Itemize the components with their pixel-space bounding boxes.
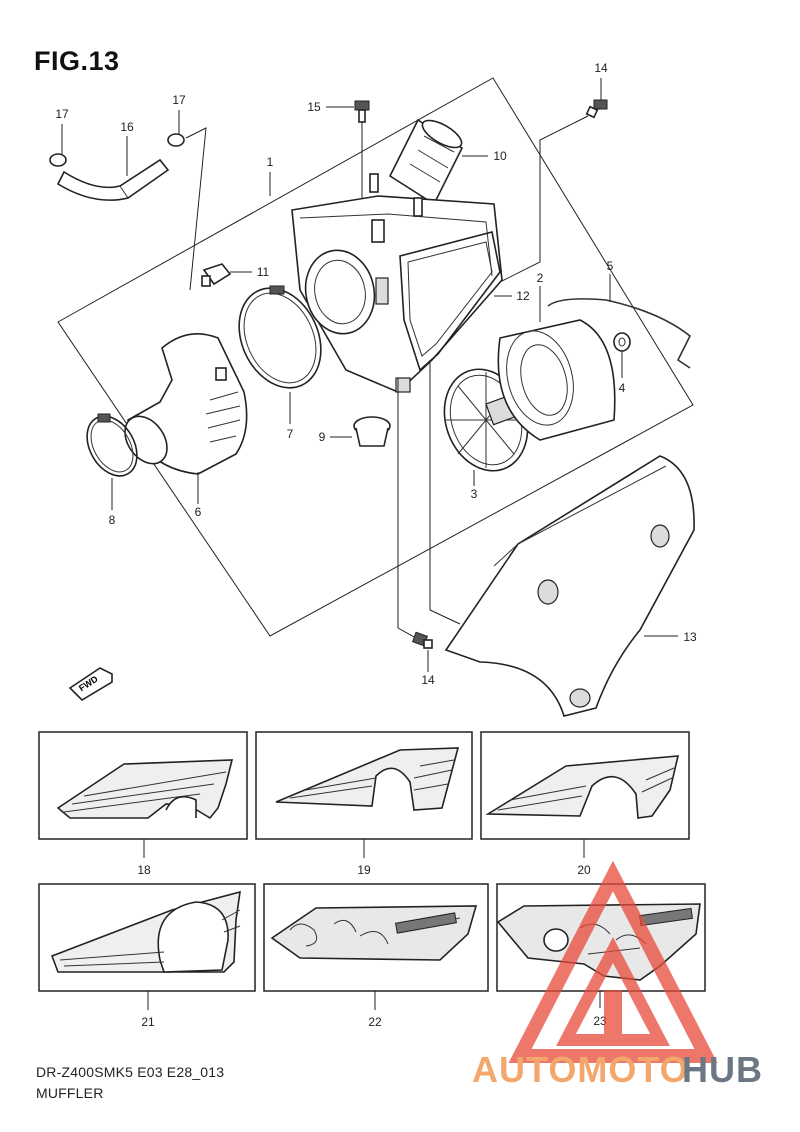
decal-box-19[interactable] bbox=[255, 731, 473, 840]
callout-10: 10 bbox=[493, 149, 507, 163]
part-clamp-left[interactable] bbox=[49, 153, 67, 167]
decal-box-18[interactable] bbox=[38, 731, 248, 840]
part-fitting[interactable] bbox=[201, 263, 232, 287]
callout-4: 4 bbox=[619, 381, 626, 395]
part-filter-element[interactable] bbox=[497, 319, 616, 441]
fwd-arrow-icon: FWD bbox=[68, 667, 113, 702]
watermark-text-primary: AUTOMOTO bbox=[472, 1049, 689, 1090]
callout-21: 21 bbox=[141, 1015, 155, 1029]
callout-2: 2 bbox=[537, 271, 544, 285]
part-intake-boot[interactable] bbox=[388, 115, 466, 206]
callout-17-right: 17 bbox=[172, 93, 186, 107]
part-bolt-lower[interactable] bbox=[412, 631, 433, 649]
part-washer[interactable] bbox=[613, 332, 631, 352]
leader-14a bbox=[495, 115, 589, 285]
callout-6: 6 bbox=[195, 505, 202, 519]
callout-20: 20 bbox=[577, 863, 591, 877]
callout-15: 15 bbox=[307, 100, 321, 114]
callout-22: 22 bbox=[368, 1015, 382, 1029]
decal-box-20[interactable] bbox=[480, 731, 690, 840]
callout-16: 16 bbox=[120, 120, 134, 134]
callout-13: 13 bbox=[683, 630, 697, 644]
model-code: DR-Z400SMK5 E03 E28_013 bbox=[36, 1064, 225, 1080]
callout-14-lower: 14 bbox=[421, 673, 435, 687]
part-seal-frame[interactable] bbox=[399, 231, 501, 372]
part-air-cleaner-case[interactable] bbox=[291, 173, 503, 393]
part-band-clamp[interactable] bbox=[77, 407, 147, 484]
watermark-logo: AUTOMOTO HUB bbox=[472, 860, 763, 1090]
part-intake-pipe[interactable] bbox=[116, 332, 248, 475]
leader-dash bbox=[185, 127, 207, 291]
section-name: MUFFLER bbox=[36, 1085, 104, 1101]
part-hose[interactable] bbox=[56, 158, 170, 201]
decal-box-22[interactable] bbox=[263, 883, 489, 992]
callout-11: 11 bbox=[257, 265, 270, 279]
part-bolt-top[interactable] bbox=[354, 100, 370, 123]
callout-18: 18 bbox=[137, 863, 151, 877]
callout-5: 5 bbox=[607, 259, 614, 273]
assembly-boundary bbox=[57, 77, 694, 637]
watermark-text-secondary: HUB bbox=[682, 1049, 763, 1090]
callout-12: 12 bbox=[516, 289, 530, 303]
callout-3: 3 bbox=[471, 487, 478, 501]
decal-box-21[interactable] bbox=[38, 883, 256, 992]
part-side-cover[interactable] bbox=[444, 455, 695, 717]
triangle-logo-icon bbox=[508, 860, 718, 1063]
callout-9: 9 bbox=[319, 430, 326, 444]
part-clamp-right[interactable] bbox=[167, 133, 185, 147]
callout-8: 8 bbox=[109, 513, 116, 527]
callout-17-left: 17 bbox=[55, 107, 69, 121]
callout-19: 19 bbox=[357, 863, 371, 877]
part-bolt-top-right[interactable] bbox=[585, 99, 608, 119]
figure-title: FIG.13 bbox=[34, 46, 120, 76]
callout-23: 23 bbox=[593, 1014, 607, 1028]
part-clamp-ring[interactable] bbox=[224, 275, 337, 401]
part-grommet[interactable] bbox=[353, 416, 391, 447]
part-wire-spring[interactable] bbox=[547, 298, 692, 369]
callout-14-top: 14 bbox=[594, 61, 608, 75]
callout-7: 7 bbox=[287, 427, 294, 441]
leader-14b-cover bbox=[397, 360, 461, 639]
callout-1: 1 bbox=[267, 155, 274, 169]
